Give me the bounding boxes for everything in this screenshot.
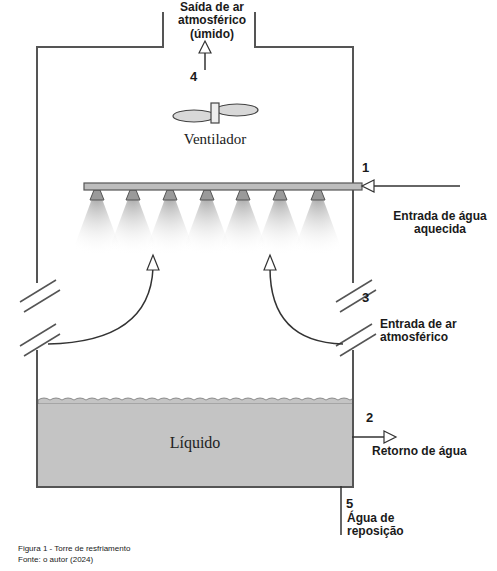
callout-number: 1: [362, 161, 376, 176]
makeup-arrow: [340, 482, 342, 535]
air-outlet-arrow: [199, 41, 211, 70]
spray-nozzle: [236, 190, 250, 200]
figure-caption: Figura 1 - Torre de resfriamento: [18, 545, 418, 554]
callout-number: 4: [190, 70, 204, 85]
liquid-basin: Líquido: [38, 400, 352, 486]
outlet-label: Saída de ar atmosférico (úmido): [165, 1, 259, 41]
spray-nozzle: [311, 190, 325, 200]
spray-nozzle: [273, 190, 287, 200]
liquid-label: Líquido: [170, 434, 221, 452]
spray-nozzle: [126, 190, 140, 200]
spray-nozzle: [163, 190, 177, 200]
callout-number: 5: [346, 497, 360, 512]
air-inlet-label: Entrada de ar atmosférico: [380, 318, 488, 345]
return-label: Retorno de água: [372, 445, 490, 458]
louver: [20, 280, 376, 356]
callout-number: 3: [362, 291, 376, 306]
air-flow-arrow: [48, 268, 343, 344]
liquid-surface: [38, 394, 352, 404]
makeup-label: Água de reposição: [347, 512, 423, 539]
fan-symbol: [173, 103, 258, 123]
tower-wall: [37, 12, 353, 487]
callout-number: 2: [366, 411, 380, 426]
air-flow-arrowhead: [147, 255, 276, 270]
water-spray: [294, 196, 342, 256]
source-note: Fonte: o autor (2024): [18, 556, 318, 565]
inlet-label: Entrada de água aquecida: [388, 210, 492, 237]
spray-nozzle: [200, 190, 214, 200]
fan-label: Ventilador: [160, 131, 270, 148]
spray-nozzle: [90, 190, 104, 200]
